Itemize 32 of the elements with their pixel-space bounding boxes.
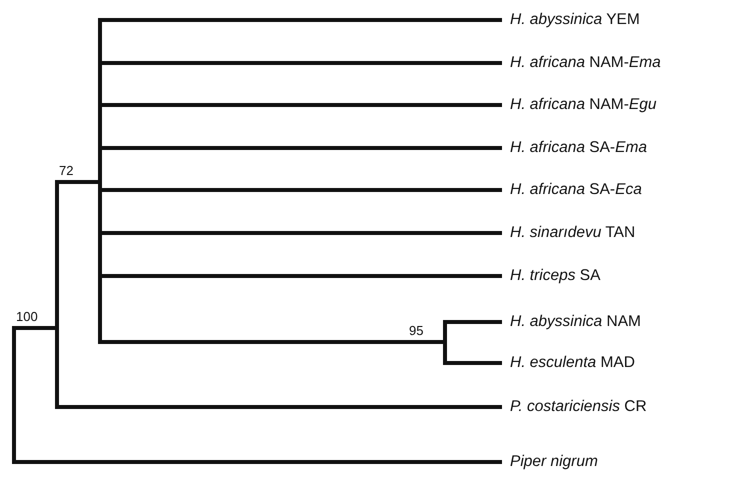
branch-line [102, 146, 502, 150]
clade-node-bar [12, 326, 16, 464]
taxon-label: P. costariciensis CR [502, 396, 647, 418]
clade-node-bar [443, 320, 447, 365]
taxon-label: H. africana NAM-Egu [502, 94, 656, 116]
clade-node-bar [98, 18, 102, 344]
branch-line [102, 231, 502, 235]
branch-line [102, 188, 502, 192]
branch-line [59, 405, 502, 409]
branch-line [102, 103, 502, 107]
taxon-label: H. esculenta MAD [502, 352, 635, 374]
branch-line [447, 361, 502, 365]
taxon-label: H. africana SA-Ema [502, 137, 647, 159]
bootstrap-value: 95 [409, 324, 424, 338]
branch-line [102, 61, 502, 65]
taxon-label: Piper nigrum [502, 451, 598, 473]
branch-line [16, 326, 55, 330]
branch-line [16, 460, 502, 464]
branch-line [102, 274, 502, 278]
taxon-label: H. africana SA-Eca [502, 179, 642, 201]
branch-line [102, 340, 443, 344]
taxon-label: H. abyssinica YEM [502, 9, 640, 31]
taxon-label: H. abyssinica NAM [502, 311, 641, 333]
branch-line [447, 320, 502, 324]
taxon-label: H. triceps SA [502, 265, 600, 287]
clade-node-bar [55, 180, 59, 409]
branch-line [102, 18, 502, 22]
branch-line [59, 180, 98, 184]
bootstrap-value: 72 [59, 164, 74, 178]
taxon-label: H. sinarıdevu TAN [502, 222, 636, 244]
bootstrap-value: 100 [16, 310, 38, 324]
taxon-label: H. africana NAM-Ema [502, 52, 661, 74]
